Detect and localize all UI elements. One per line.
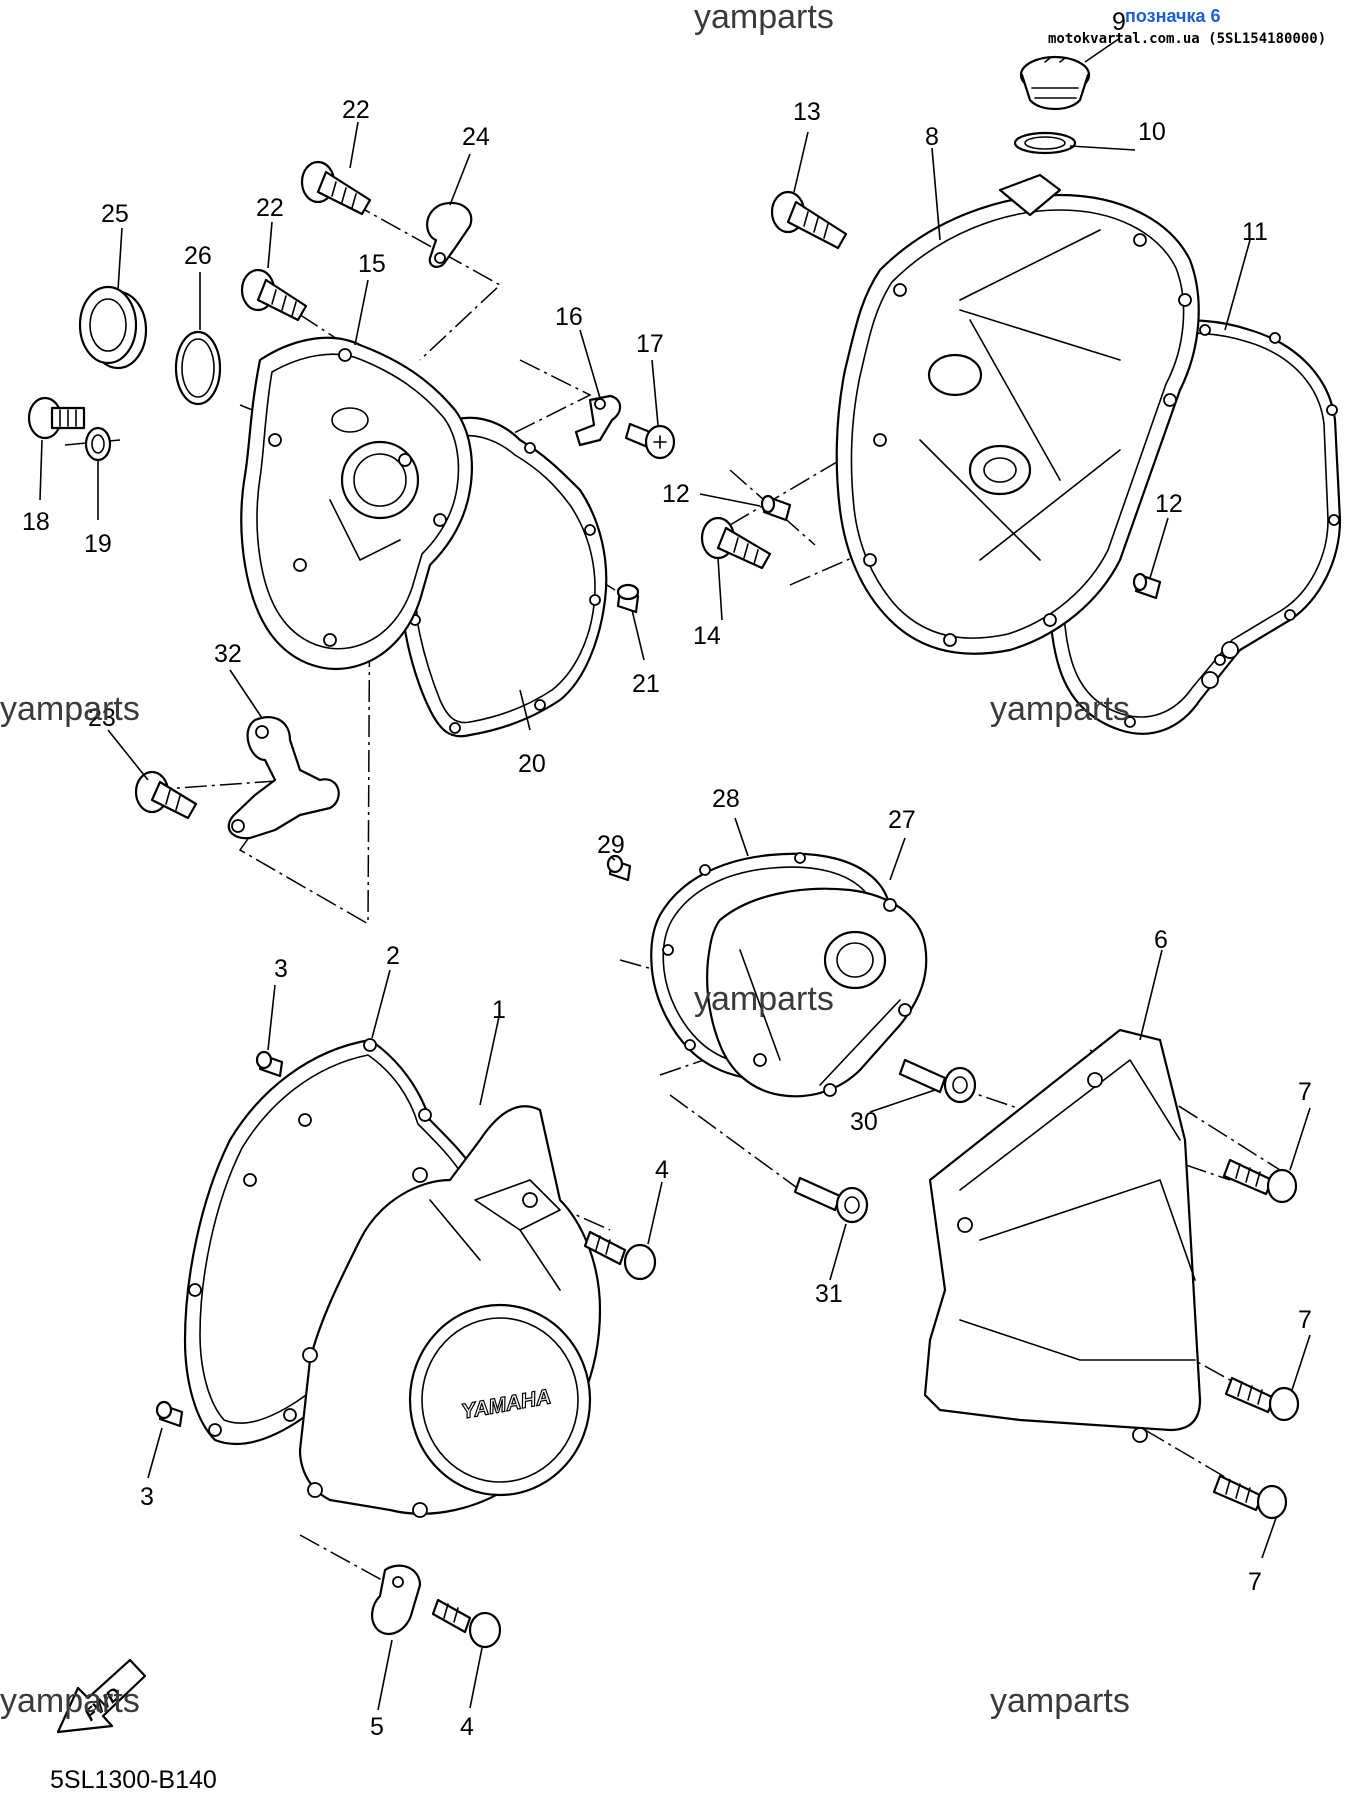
watermark-top: yamparts	[694, 0, 834, 36]
callout-30: 30	[850, 1108, 878, 1136]
bolt-23	[134, 770, 198, 820]
dowel-12-left	[760, 494, 792, 522]
watermark-right: yamparts	[990, 690, 1130, 728]
callout-1: 1	[492, 996, 506, 1024]
callout-14: 14	[693, 622, 721, 650]
generator-cover-1: YAMAHA	[298, 1105, 602, 1518]
cover-15	[240, 336, 473, 670]
bolt-31	[793, 1176, 869, 1224]
leader-lines	[39, 37, 1311, 1711]
callout-23: 23	[88, 704, 116, 732]
watermark-bottom-left: yamparts	[0, 1682, 140, 1720]
bolt-7-top	[1222, 1158, 1298, 1204]
watermark-left: yamparts	[0, 690, 140, 728]
dowel-29	[606, 854, 632, 882]
bolt-17	[624, 422, 676, 460]
clamp-16	[574, 394, 622, 447]
callout-16: 16	[555, 303, 583, 331]
callout-3-lower: 3	[140, 1483, 154, 1511]
watermark-center: yamparts	[694, 980, 834, 1018]
callout-7-middle: 7	[1298, 1306, 1312, 1334]
callout-numbers: 22 24 25 26 22 15 16 17 18 19 20 21 32 2…	[22, 8, 1312, 1741]
callout-25: 25	[101, 200, 129, 228]
callout-7-top: 7	[1298, 1078, 1312, 1106]
bolt-22-lower	[240, 268, 308, 322]
bolt-4-lower	[431, 1598, 502, 1649]
clamp-5	[371, 1564, 422, 1636]
callout-21: 21	[632, 670, 660, 698]
callout-6: 6	[1154, 926, 1168, 954]
callout-13: 13	[793, 98, 821, 126]
watermarks: yamparts yamparts yamparts yamparts yamp…	[0, 0, 1130, 1720]
callout-31: 31	[815, 1280, 843, 1308]
header-tag: позначка 6	[1125, 6, 1221, 26]
bolt-22-upper	[300, 160, 372, 216]
callout-5: 5	[370, 1713, 384, 1741]
callout-4-lower: 4	[460, 1713, 474, 1741]
cover-27	[706, 887, 928, 1098]
callout-19: 19	[84, 530, 112, 558]
callout-12-right: 12	[1155, 490, 1183, 518]
callout-12-left: 12	[662, 480, 690, 508]
callout-22-lower: 22	[256, 194, 284, 222]
bolt-7-bottom	[1212, 1474, 1288, 1520]
sprocket-cover-6	[923, 1028, 1202, 1443]
header-source: motokvartal.com.ua (5SL154180000)	[1048, 31, 1326, 47]
callout-8: 8	[925, 123, 939, 151]
bolt-14	[700, 516, 772, 570]
callout-32: 32	[214, 640, 242, 668]
bolt-30	[898, 1058, 977, 1104]
callout-2: 2	[386, 942, 400, 970]
bolt-18	[27, 396, 86, 440]
dowel-3-upper	[255, 1050, 284, 1078]
callout-4-upper: 4	[655, 1156, 669, 1184]
callout-17: 17	[636, 330, 664, 358]
watermark-bottom-right: yamparts	[990, 1682, 1130, 1720]
callout-7-bottom: 7	[1248, 1568, 1262, 1596]
oil-cap-9	[1019, 55, 1091, 111]
gasket-10	[1013, 131, 1077, 155]
dowel-21	[616, 583, 640, 614]
washer-19	[84, 426, 112, 462]
callout-27: 27	[888, 806, 916, 834]
callout-15: 15	[358, 250, 386, 278]
callout-20: 20	[518, 750, 546, 778]
dowel-3-lower	[155, 1400, 184, 1428]
gasket-2	[183, 1038, 482, 1445]
callout-3-upper: 3	[274, 955, 288, 983]
callout-26: 26	[184, 242, 212, 270]
plug-25	[78, 285, 148, 370]
bolt-7-middle	[1224, 1376, 1300, 1422]
o-ring-26	[174, 330, 222, 406]
callout-28: 28	[712, 785, 740, 813]
cover-8	[835, 173, 1200, 655]
dowel-12-right	[1132, 572, 1162, 600]
callout-18: 18	[22, 508, 50, 536]
callout-22-upper: 22	[342, 96, 370, 124]
callout-11: 11	[1242, 218, 1268, 246]
bolt-4-upper	[583, 1230, 657, 1281]
bracket-32	[227, 716, 340, 840]
diagram-ref-code: 5SL1300-B140	[50, 1766, 217, 1794]
clamp-24	[426, 201, 473, 268]
callout-24: 24	[462, 123, 490, 151]
callout-29: 29	[597, 831, 625, 859]
bolt-13	[770, 190, 848, 250]
callout-10: 10	[1138, 118, 1166, 146]
callout-9: 9	[1112, 8, 1126, 36]
